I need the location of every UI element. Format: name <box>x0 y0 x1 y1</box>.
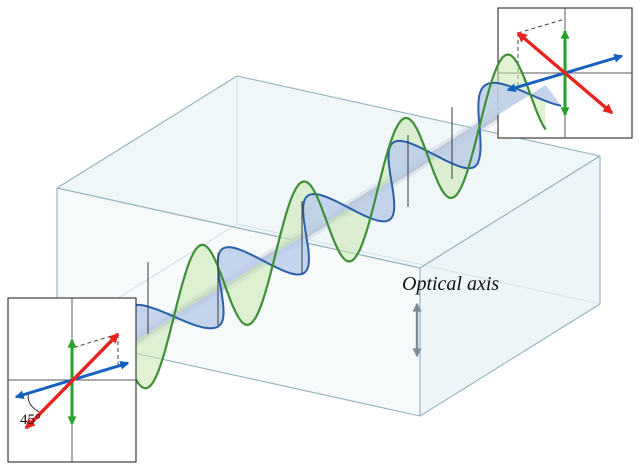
input-panel: 45° <box>7 297 137 463</box>
vertical-component-wave <box>83 53 547 390</box>
output-panel-arrows <box>506 29 624 117</box>
box-right-face <box>419 155 601 417</box>
angle-label: 45° <box>20 412 41 428</box>
output-polarization-arrow <box>516 31 614 115</box>
input-polarization-arrow <box>24 332 120 430</box>
phase-ticks <box>147 107 453 334</box>
optical-axis-label: Optical axis <box>402 273 499 295</box>
optical-axis-annotation: Optical axis <box>402 273 499 358</box>
projection-dashed-line <box>517 18 566 34</box>
horizontal-component-wave-fill <box>84 82 562 392</box>
